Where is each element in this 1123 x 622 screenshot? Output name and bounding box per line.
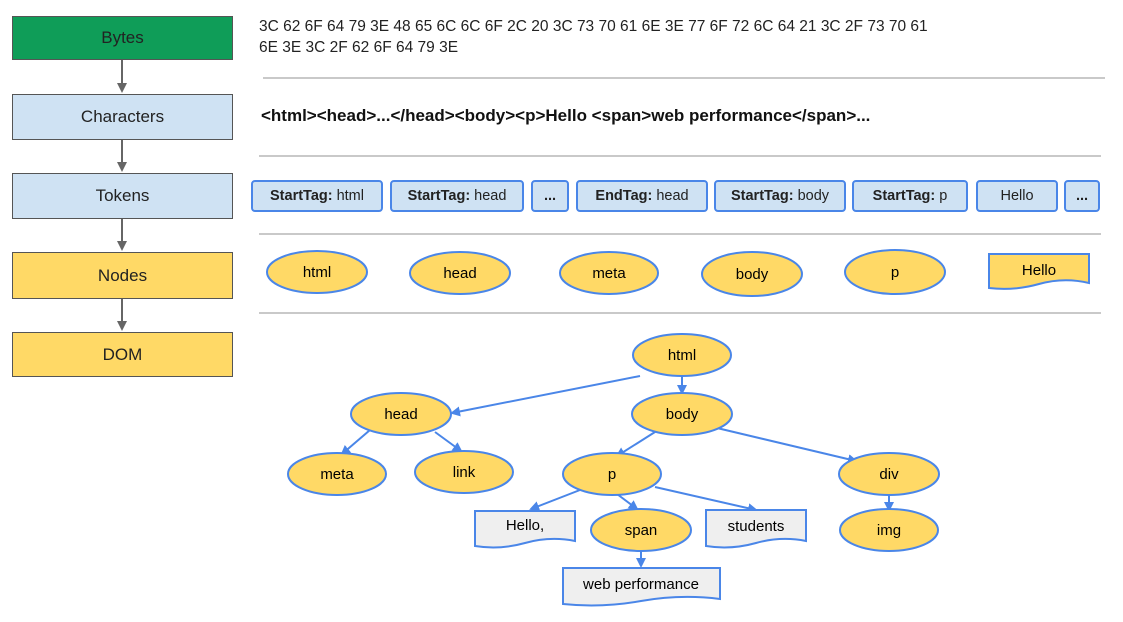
stage-bytes: Bytes (12, 16, 233, 60)
dom-link (414, 450, 514, 494)
token-text-hello: Hello (976, 180, 1058, 212)
edge-head-meta (340, 429, 371, 456)
dom-div-label: div (879, 466, 899, 483)
dom-body-label: body (666, 406, 699, 423)
dom-meta-label: meta (320, 466, 354, 483)
separator-4 (259, 312, 1101, 314)
characters-text: <html><head>...</head><body><p>Hello <sp… (261, 106, 871, 125)
node-p (844, 249, 946, 295)
node-head (409, 251, 511, 295)
dom-span (590, 508, 692, 552)
dom-p (562, 452, 662, 496)
node-meta-label: meta (592, 265, 626, 282)
dom-html-label: html (668, 347, 696, 364)
dom-students-text (705, 509, 807, 549)
token-starttag-body: StartTag:body (714, 180, 846, 212)
dom-head (350, 392, 452, 436)
separator-3 (259, 233, 1101, 235)
node-body-label: body (736, 266, 769, 283)
stage-characters: Characters (12, 94, 233, 140)
dom-p-label: p (608, 466, 616, 483)
dom-head-label: head (384, 406, 417, 423)
dom-hello-label: Hello, (506, 517, 544, 534)
stage-tokens: Tokens (12, 173, 233, 219)
separator-2 (259, 155, 1101, 157)
stage-nodes: Nodes (12, 252, 233, 299)
node-hello-label: Hello (1022, 262, 1056, 279)
dom-link-label: link (453, 464, 476, 481)
dom-img (839, 508, 939, 552)
bytes-line-1: 3C 62 6F 64 79 3E 48 65 6C 6C 6F 2C 20 3… (259, 18, 928, 35)
node-html (266, 250, 368, 294)
dom-img-label: img (877, 522, 901, 539)
token-starttag-html: StartTag:html (251, 180, 383, 212)
node-p-label: p (891, 264, 899, 281)
edge-p-students (654, 486, 758, 514)
node-hello-text (988, 253, 1090, 290)
node-html-label: html (303, 264, 331, 281)
edge-p-hello (529, 489, 581, 511)
node-body (701, 251, 803, 297)
dom-div (838, 452, 940, 496)
dom-body (631, 392, 733, 436)
stage-dom: DOM (12, 332, 233, 377)
node-meta (559, 251, 659, 295)
dom-students-label: students (728, 518, 785, 535)
dom-webperf-text (562, 567, 721, 607)
node-head-label: head (443, 265, 476, 282)
edge-html-head (450, 375, 641, 417)
dom-html (632, 333, 732, 377)
edge-body-p (615, 431, 656, 458)
token-endtag-head: EndTag:head (576, 180, 708, 212)
dom-webperf-label: web performance (582, 576, 699, 593)
dom-span-label: span (625, 522, 658, 539)
token-ellipsis-2: ... (1064, 180, 1100, 212)
dom-meta (287, 452, 387, 496)
separator-1 (263, 77, 1105, 79)
token-ellipsis-1: ... (531, 180, 569, 212)
dom-hello-text (474, 510, 576, 549)
token-starttag-head: StartTag:head (390, 180, 524, 212)
edge-p-span (616, 493, 639, 511)
token-starttag-p: StartTag:p (852, 180, 968, 212)
edge-body-div (716, 427, 858, 465)
edge-head-link (434, 431, 463, 453)
bytes-line-2: 6E 3E 3C 2F 62 6F 64 79 3E (259, 39, 459, 56)
